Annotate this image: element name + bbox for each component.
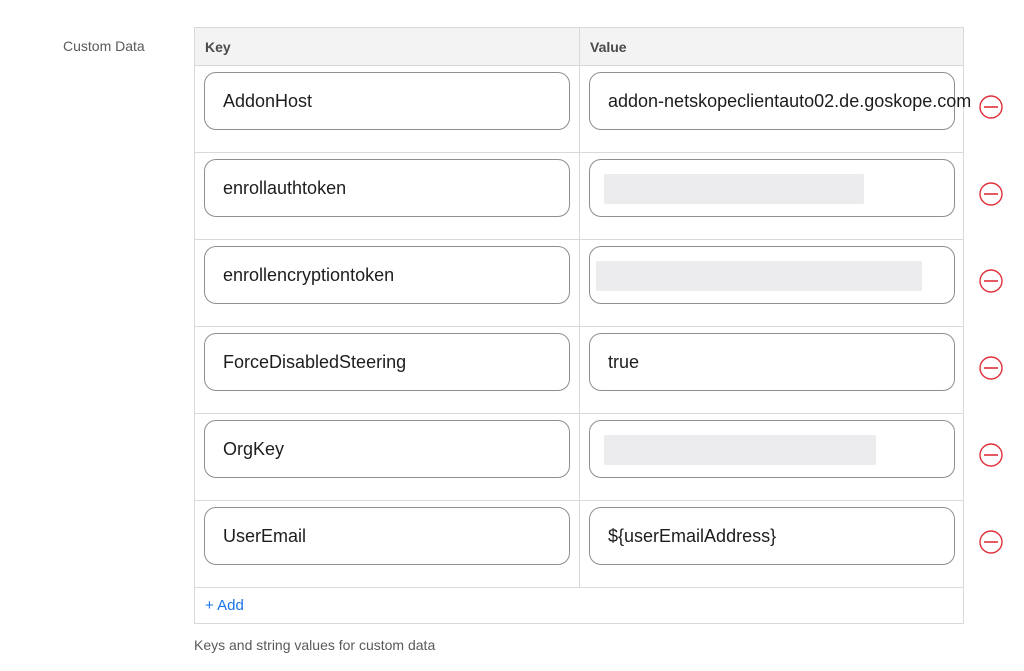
value-input[interactable] [589, 246, 955, 304]
value-input[interactable]: addon-netskopeclientauto02.de.goskope.co… [589, 72, 971, 130]
key-column-header: Key [205, 39, 231, 55]
key-input[interactable]: UserEmail [204, 507, 570, 565]
remove-circle-icon[interactable] [979, 356, 1003, 380]
value-input[interactable] [589, 159, 955, 217]
redacted-value [604, 435, 876, 465]
key-text: enrollencryptiontoken [223, 265, 395, 285]
key-text: UserEmail [223, 526, 307, 546]
key-text: AddonHost [223, 91, 313, 111]
value-input[interactable]: true [589, 333, 955, 391]
value-text: true [608, 352, 640, 372]
table-row: enrollauthtoken [195, 153, 963, 240]
key-input[interactable]: ForceDisabledSteering [204, 333, 570, 391]
column-divider [579, 28, 580, 587]
key-text: enrollauthtoken [223, 178, 347, 198]
key-text: OrgKey [223, 439, 285, 459]
key-input[interactable]: OrgKey [204, 420, 570, 478]
table-row: OrgKey [195, 414, 963, 501]
key-input[interactable]: AddonHost [204, 72, 570, 130]
add-row: + Add [195, 587, 963, 623]
key-input[interactable]: enrollauthtoken [204, 159, 570, 217]
custom-data-table: Key Value AddonHost addon-netskopeclienta… [194, 27, 1003, 624]
table-row: AddonHost addon-netskopeclientauto02.de.g… [195, 66, 971, 153]
value-text: addon-netskopeclientauto02.de.goskope.co… [608, 91, 972, 111]
custom-data-label: Custom Data [63, 38, 145, 54]
table-row: ForceDisabledSteering true [195, 327, 963, 414]
key-text: ForceDisabledSteering [223, 352, 407, 372]
value-input[interactable]: ${userEmailAddress} [589, 507, 955, 565]
add-button[interactable]: + Add [205, 597, 244, 614]
table-row: enrollencryptiontoken [195, 240, 963, 327]
remove-circle-icon[interactable] [979, 530, 1003, 554]
redacted-value [604, 174, 864, 204]
table-row: UserEmail ${userEmailAddress} [195, 501, 963, 588]
key-input[interactable]: enrollencryptiontoken [204, 246, 570, 304]
value-input[interactable] [589, 420, 955, 478]
redacted-value [596, 261, 922, 291]
value-text: ${userEmailAddress} [608, 526, 777, 546]
helper-text: Keys and string values for custom data [194, 637, 436, 653]
remove-circle-icon[interactable] [979, 182, 1003, 206]
value-column-header: Value [590, 39, 627, 55]
remove-circle-icon[interactable] [979, 269, 1003, 293]
remove-circle-icon[interactable] [979, 95, 1003, 119]
remove-circle-icon[interactable] [979, 443, 1003, 467]
